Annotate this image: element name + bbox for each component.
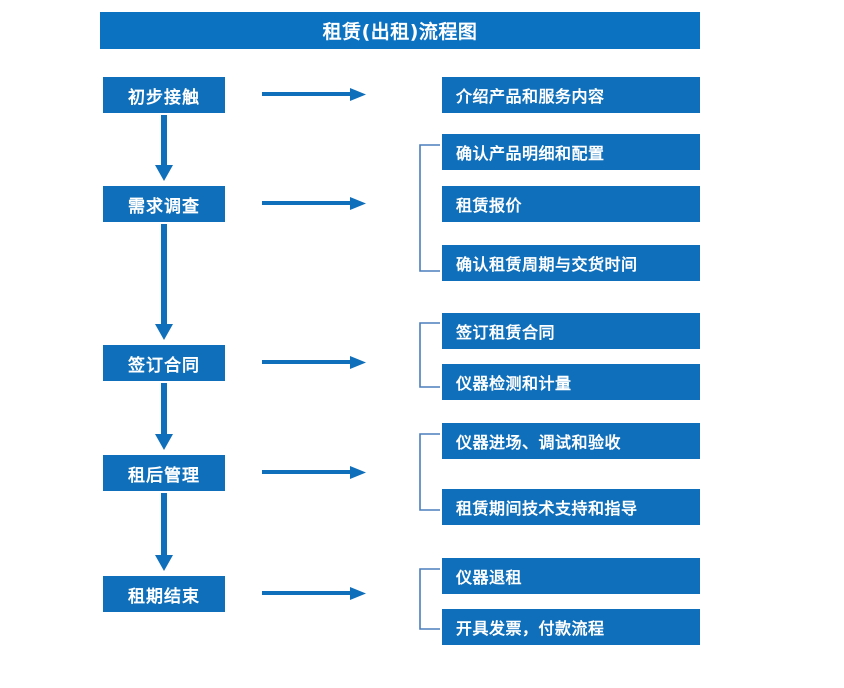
horizontal-arrow-4: [262, 463, 367, 483]
group-bracket-post-rental: [418, 433, 441, 511]
detail-box-confirm-product-details[interactable]: 确认产品明细和配置: [442, 134, 700, 170]
horizontal-arrow-1: [262, 85, 367, 105]
stage-box-initial-contact[interactable]: 初步接触: [103, 77, 225, 113]
detail-box-rental-quotation[interactable]: 租赁报价: [442, 186, 700, 222]
detail-box-instrument-entry-commissioning[interactable]: 仪器进场、调试和验收: [442, 423, 700, 459]
vertical-arrow-3: [152, 383, 176, 452]
group-bracket-sign-contract: [418, 322, 441, 388]
detail-box-invoice-payment[interactable]: 开具发票，付款流程: [442, 609, 700, 645]
stage-box-rental-end[interactable]: 租期结束: [103, 576, 225, 612]
vertical-arrow-1: [152, 115, 176, 183]
detail-box-confirm-rental-period[interactable]: 确认租赁周期与交货时间: [442, 245, 700, 281]
detail-box-instrument-return[interactable]: 仪器退租: [442, 558, 700, 594]
horizontal-arrow-5: [262, 584, 367, 604]
group-bracket-rental-end: [418, 568, 441, 630]
diagram-title: 租赁(出租)流程图: [100, 12, 700, 49]
vertical-arrow-2: [152, 224, 176, 342]
detail-box-instrument-inspection[interactable]: 仪器检测和计量: [442, 364, 700, 400]
group-bracket-needs-survey: [418, 144, 441, 272]
detail-box-technical-support[interactable]: 租赁期间技术支持和指导: [442, 489, 700, 525]
horizontal-arrow-3: [262, 353, 367, 373]
horizontal-arrow-2: [262, 194, 367, 214]
stage-box-post-rental-management[interactable]: 租后管理: [103, 455, 225, 491]
detail-box-introduce-products[interactable]: 介绍产品和服务内容: [442, 77, 700, 113]
stage-box-sign-contract[interactable]: 签订合同: [103, 345, 225, 381]
vertical-arrow-4: [152, 493, 176, 573]
stage-box-needs-survey[interactable]: 需求调查: [103, 186, 225, 222]
detail-box-sign-rental-contract[interactable]: 签订租赁合同: [442, 313, 700, 349]
